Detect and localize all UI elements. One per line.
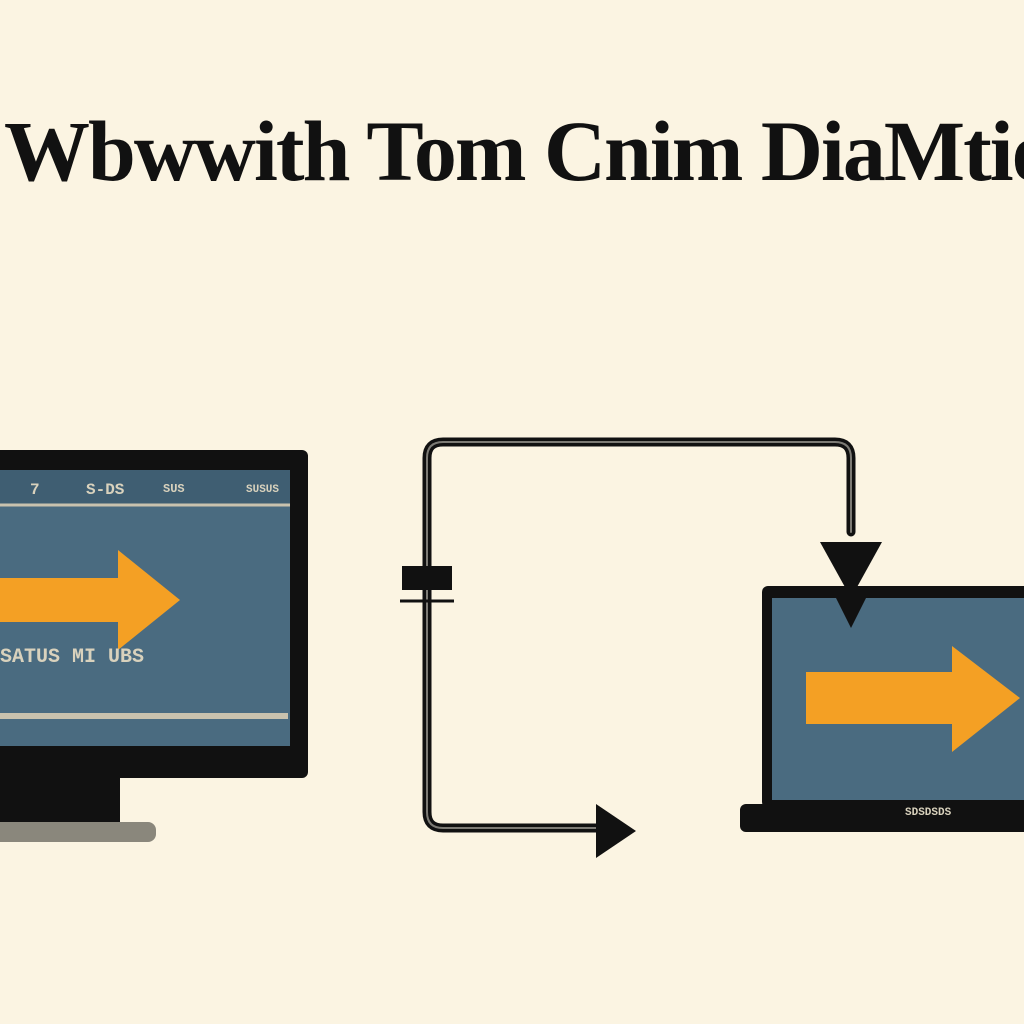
laptop-label: SDSDSDS — [905, 807, 952, 819]
arrow-down-icon — [820, 542, 882, 598]
page-title: Wbwwith Tom Cnim DiaMtiop — [0, 96, 1024, 206]
connector-cable-highlight — [426, 441, 852, 829]
desktop-toolbar-label-2: S-DS — [86, 481, 125, 499]
desktop-arrow-right-icon — [0, 550, 180, 650]
transfer-connector — [422, 437, 856, 833]
page-title-text: Wbwwith Tom Cnim DiaMtiop — [4, 103, 1024, 199]
connector-switch — [402, 566, 452, 590]
laptop-arrow-down-tip-icon — [836, 598, 866, 628]
laptop: SDSDSDS — [740, 586, 1024, 832]
desktop-monitor: 7 S-DS SUS SUSUS SATUS MI UBS — [0, 450, 308, 842]
desktop-toolbar-label-4: SUSUS — [246, 484, 279, 496]
desktop-toolbar-label-1: 7 — [30, 481, 40, 499]
desktop-toolbar-label-3: SUS — [163, 482, 185, 496]
arrow-right-icon — [596, 804, 636, 858]
desktop-monitor-base — [0, 822, 156, 842]
laptop-arrow-right-icon — [806, 646, 1020, 752]
desktop-screen-caption: SATUS MI UBS — [0, 646, 144, 669]
laptop-base — [740, 804, 1024, 832]
desktop-monitor-neck — [0, 778, 120, 824]
desktop-toolbar — [0, 470, 290, 504]
